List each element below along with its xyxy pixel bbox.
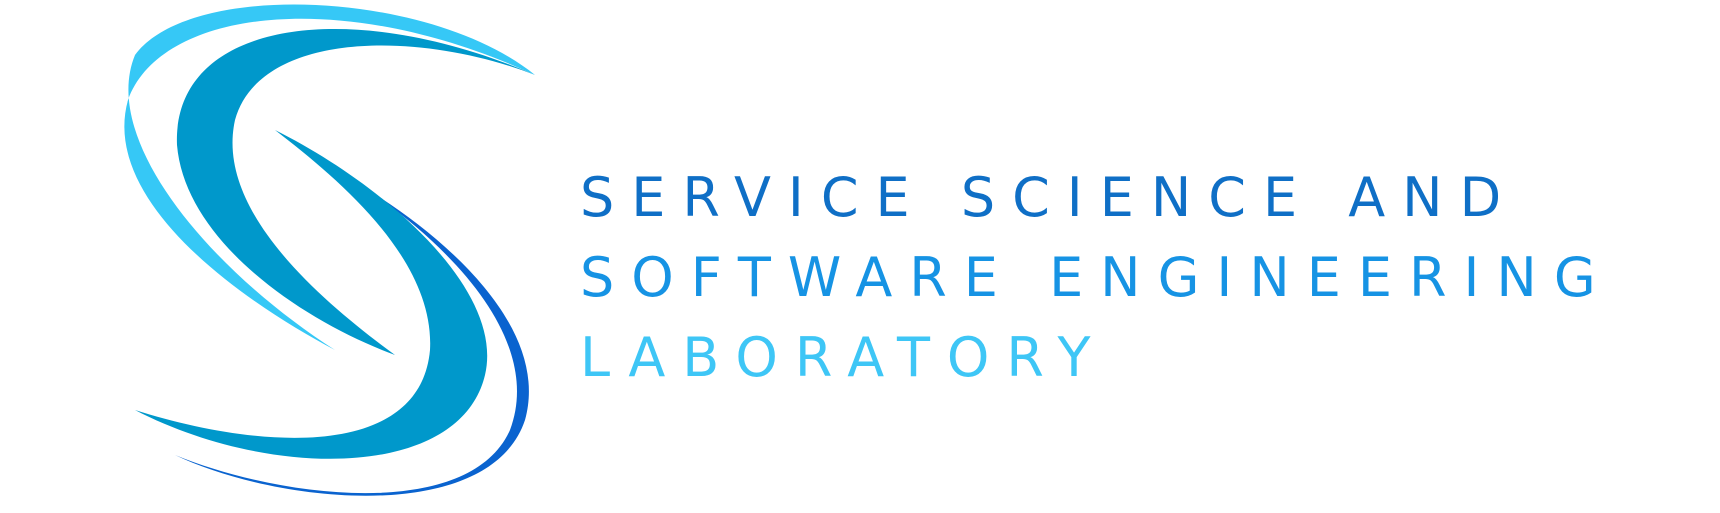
swoosh-upper-main <box>176 29 535 355</box>
logo-swoosh-graphic <box>124 4 535 496</box>
lab-wordmark: SERVICE SCIENCE AND SOFTWARE ENGINEERING… <box>580 158 1700 398</box>
wordmark-line-2: SOFTWARE ENGINEERING <box>580 246 1613 309</box>
swoosh-lower-main <box>135 130 488 459</box>
wordmark-line-3: LABORATORY <box>580 326 1108 389</box>
logo-mark <box>0 0 560 508</box>
swoosh-upper-light <box>124 4 535 350</box>
wordmark-line-1: SERVICE SCIENCE AND <box>580 166 1519 229</box>
